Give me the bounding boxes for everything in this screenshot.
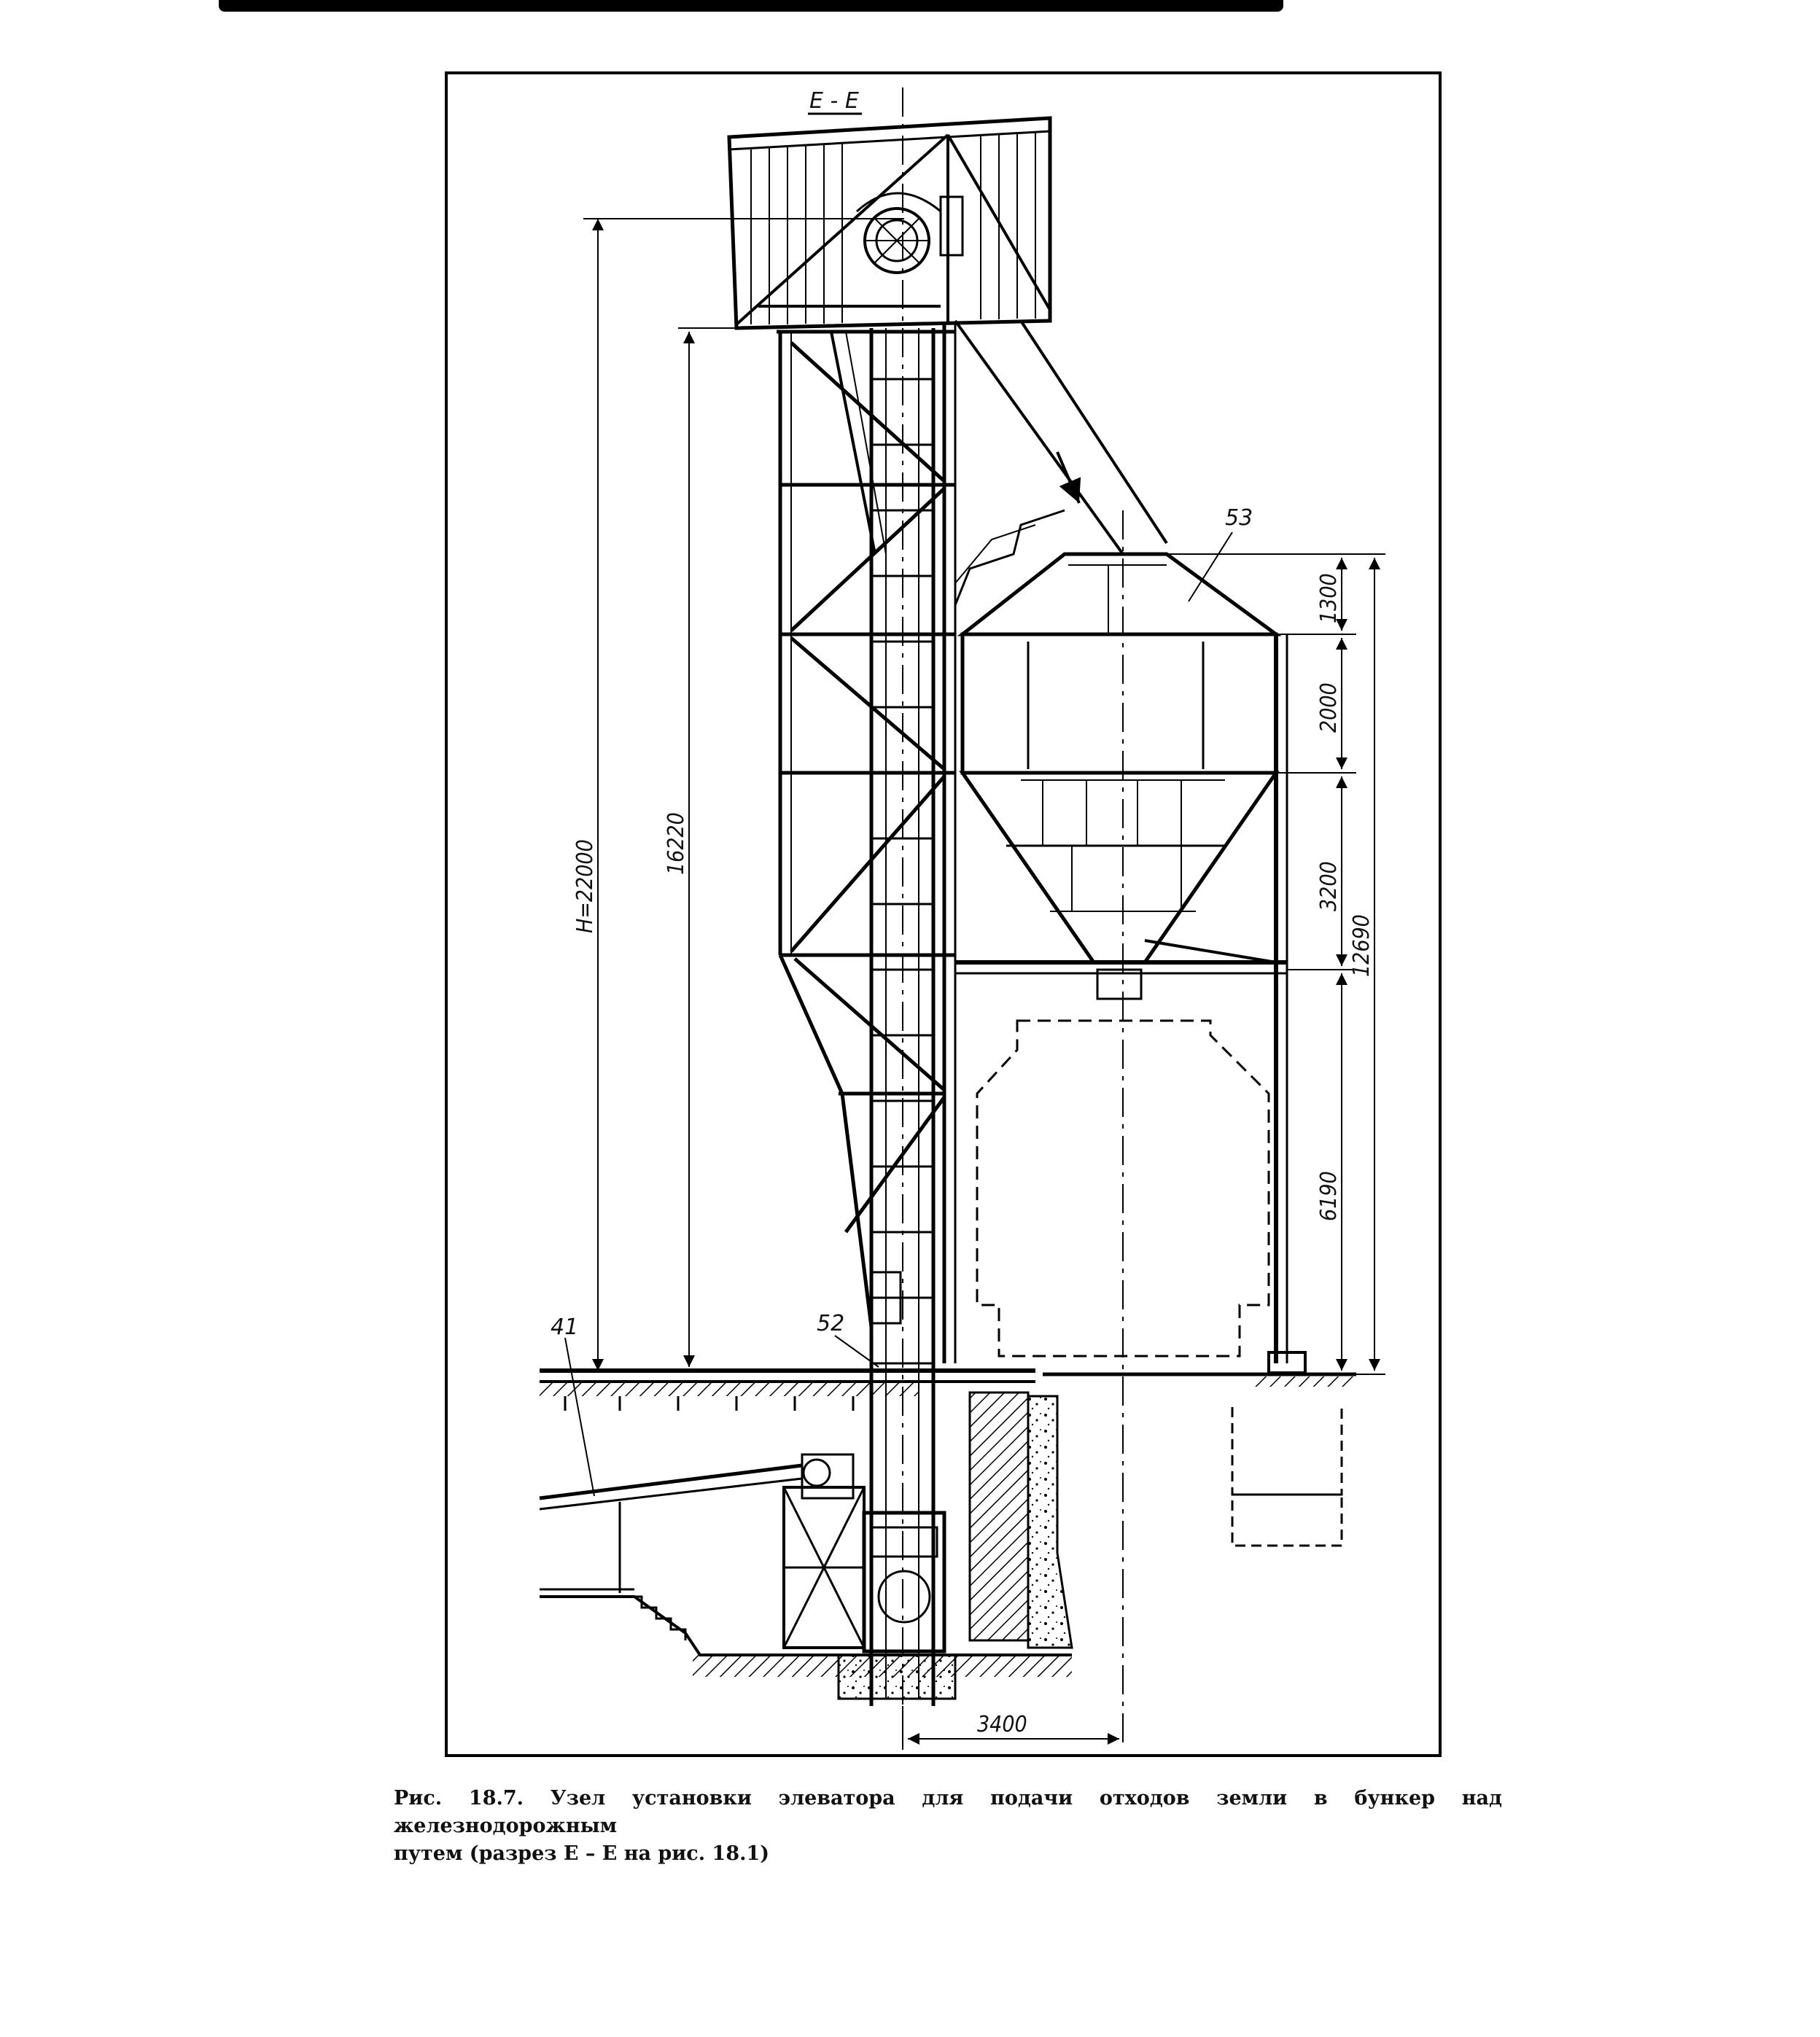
caption-line-2: путем (разрез E – E на рис. 18.1) bbox=[394, 1842, 770, 1865]
dim-clearance: 6190 bbox=[1316, 1171, 1342, 1221]
dim-hopper: 3200 bbox=[1316, 861, 1342, 911]
elevator-tower bbox=[777, 319, 1168, 1706]
dim-shaft-height: 16220 bbox=[664, 812, 689, 875]
dim-axis-offset: 3400 bbox=[977, 1712, 1027, 1737]
callouts: 53 52 41 bbox=[551, 505, 1253, 1497]
belt-conveyor bbox=[539, 1463, 803, 1593]
ground-level bbox=[540, 1351, 1356, 1547]
figure-caption: Рис. 18.7. Узел установки элеватора для … bbox=[394, 1785, 1502, 1868]
dimensions bbox=[583, 218, 1385, 1746]
callout-52: 52 bbox=[817, 1311, 844, 1336]
railway-clearance bbox=[976, 1019, 1270, 1358]
dim-bunker-overall: 12690 bbox=[1349, 914, 1374, 977]
section-marker: E - E bbox=[808, 88, 862, 115]
dim-upper-wall: 2000 bbox=[1316, 682, 1342, 733]
scan-top-edge bbox=[219, 0, 1283, 12]
dimension-labels: H=22000 16220 1300 2000 3200 6190 12690 … bbox=[572, 573, 1374, 1737]
caption-line-1: Рис. 18.7. Узел установки элеватора для … bbox=[394, 1787, 1502, 1837]
drawing-frame bbox=[445, 71, 1442, 1757]
dim-total-height: H=22000 bbox=[572, 839, 598, 933]
callout-53: 53 bbox=[1225, 505, 1253, 531]
callout-41: 41 bbox=[551, 1314, 578, 1340]
elevator-head-house bbox=[727, 116, 1052, 330]
section-label: E - E bbox=[809, 88, 859, 114]
elevator-pit bbox=[540, 1391, 1073, 1700]
bunker bbox=[954, 509, 1288, 1363]
dim-roof: 1300 bbox=[1316, 573, 1342, 623]
